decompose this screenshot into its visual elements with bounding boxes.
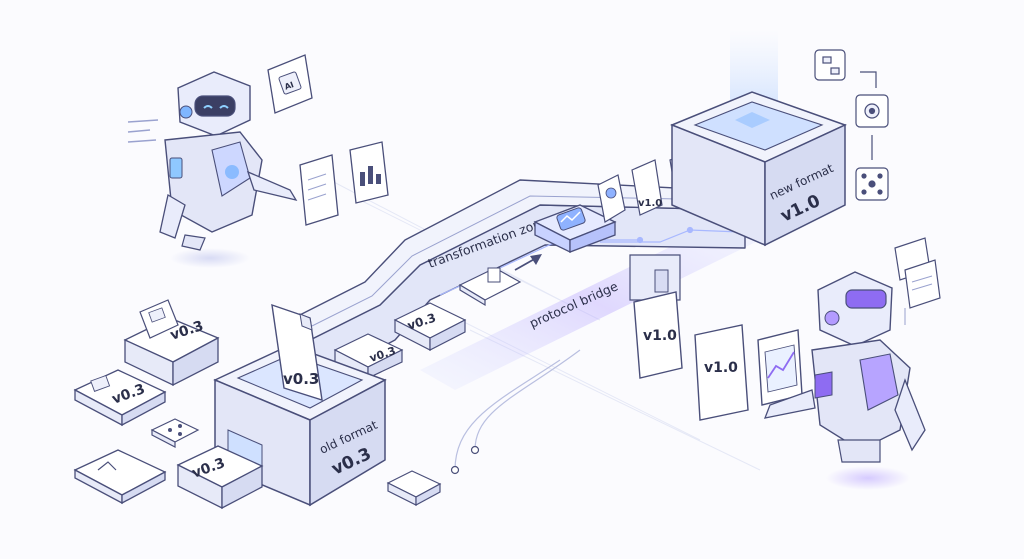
new-doc-floating-b: v1.0 [694,324,749,421]
bridge-document-icon [458,267,522,307]
transform-arrow-icon [514,254,542,271]
new-doc-b-label: v1.0 [704,360,738,376]
old-doc-entering-label: v0.3 [283,370,319,388]
bar-chart-document [349,141,389,204]
bridge-doc-pie [597,174,626,223]
new-doc-floating-a: v1.0 [633,291,683,379]
old-file-stack-b: v0.3 [73,369,167,427]
share-icon [150,418,200,448]
old-file-stack-c: v0.3 [176,445,264,510]
old-file-stack-a: v0.3 [123,299,220,387]
old-doc-entering: v0.3 [271,303,323,402]
flowchart-icon [814,49,846,81]
robot-right [763,271,926,490]
bridge-doc-v10-a: v1.0 [631,159,663,216]
old-image-tile [73,449,167,505]
new-format-box: new format v1.0 [670,30,847,247]
ai-chat-bubble: AI [267,54,313,114]
workflow-icons [814,49,889,201]
cables [450,349,581,475]
speed-lines [127,119,159,143]
robot-left [159,71,298,268]
bridge-doc-v10-a-label: v1.0 [638,198,662,209]
new-doc-a-label: v1.0 [643,328,677,344]
held-document [299,154,339,226]
list-tile-icon [386,470,442,507]
ai-chip-label: AI [283,80,295,92]
tablet-chart [757,329,803,406]
bridge-tile-v03-a: v0.3 [393,302,467,351]
protocol-bridge: transformation zone protocol bridge v0.3 [279,151,770,390]
chat-bubbles-right [894,237,941,325]
transformer-module [533,204,617,254]
